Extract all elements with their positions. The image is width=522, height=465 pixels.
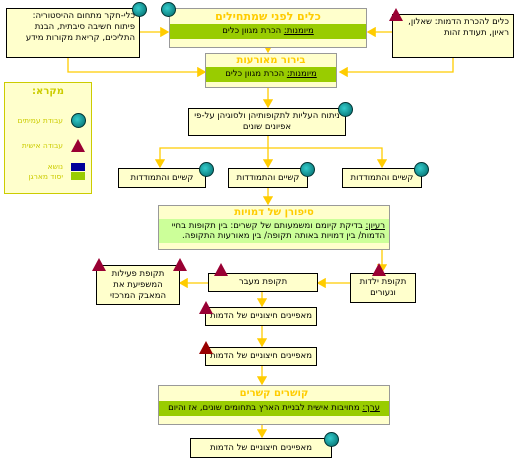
group-work-icon — [161, 2, 176, 17]
tools-header-sub: מיומנות: הכרת מגוון כלים — [170, 24, 366, 39]
group-work-icon — [199, 162, 214, 177]
legend-title: מקרא: — [32, 86, 64, 97]
difficulty-text: קשיים והתמודדות — [236, 172, 300, 183]
figure-tools-box: כלים להכרת הדמות: שאלון, ראיון, תעודת זה… — [392, 14, 514, 58]
group-work-icon — [338, 102, 353, 117]
difficulty-box-left: קשיים והתמודדות — [118, 168, 206, 188]
difficulty-text: קשיים והתמודדות — [350, 172, 414, 183]
personal-work-icon — [214, 263, 228, 276]
analysis-text: ניתוח העליות לתקופותיהן ולסוגיהן על-פי א… — [194, 111, 340, 132]
events-header-sub: מיומנות: הכרת מגוון כלים — [206, 67, 336, 82]
events-header-sub-label: מיומנות: — [286, 69, 317, 79]
story-header-sub: רעיון: בדיקת קיומם ומשמעותם של קשרים: בי… — [159, 219, 389, 243]
personal-work-icon — [92, 258, 106, 271]
personal-work-icon — [199, 341, 213, 354]
personal-work-icon — [389, 8, 403, 21]
legend-group-work: עבודת עמיתים — [17, 116, 63, 125]
childhood-box: תקופת ילדות ונעורים — [350, 273, 416, 303]
tools-header-sub-label: מיומנות: — [283, 26, 314, 36]
characteristics-text: מאפיינים חיצוניים של הדמות — [210, 351, 312, 361]
events-header-box: בירור מאורעות מיומנות: הכרת מגוון כלים — [205, 53, 337, 88]
transition-text: תקופת מעבר — [238, 277, 288, 287]
characteristics-box-1: מאפיינים חיצוניים של הדמות — [205, 307, 317, 326]
activity-box: תקופת פעילות המשפיעת את המאבק המרכזי — [96, 265, 180, 305]
story-header-sub-label: רעיון: — [365, 221, 385, 231]
events-header-title: בירור מאורעות — [206, 54, 336, 67]
characteristics-text: מאפיינים חיצוניים של הדמות — [210, 442, 312, 453]
legend-topic: נושא — [47, 162, 63, 171]
transition-box: תקופת מעבר — [208, 273, 318, 292]
story-header-box: סיפורן של דמויות רעיון: בדיקת קיומם ומשמ… — [158, 205, 390, 250]
difficulty-box-right: קשיים והתמודדות — [342, 168, 422, 188]
childhood-text: תקופת ילדות ונעורים — [359, 277, 407, 298]
activity-text: תקופת פעילות המשפיעת את המאבק המרכזי — [109, 268, 167, 301]
tools-header-sub-text: הכרת מגוון כלים — [222, 26, 282, 36]
personal-work-icon — [71, 139, 85, 152]
characteristics-box-2: מאפיינים חיצוניים של הדמות — [205, 347, 317, 366]
history-tools-text: כלי-חקר מתחום ההיסטוריה: פיתוח חשיבה סיב… — [25, 11, 135, 43]
legend-personal-work: עבודה אישית — [21, 141, 63, 150]
figure-tools-text: כלים להכרת הדמות: שאלון, ראיון, תעודת זה… — [408, 17, 509, 38]
links-header-sub: ערך: מחויבות אישית לבניית הארץ בתחומים ש… — [159, 401, 389, 416]
tools-header-title: כלים לפני שמתחילים — [170, 9, 366, 24]
history-tools-box: כלי-חקר מתחום ההיסטוריה: פיתוח חשיבה סיב… — [6, 8, 140, 58]
tools-header-box: כלים לפני שמתחילים מיומנות: הכרת מגוון כ… — [169, 8, 367, 48]
organizer-swatch-icon — [71, 172, 85, 180]
story-header-sub-text: בדיקת קיומם ומשמעותם של קשרים: בין תקופו… — [171, 221, 385, 241]
personal-work-icon — [372, 263, 386, 276]
links-header-box: קושרים קשרים ערך: מחויבות אישית לבניית ה… — [158, 385, 390, 425]
difficulty-text: קשיים והתמודדות — [130, 172, 194, 183]
personal-work-icon — [173, 258, 187, 271]
analysis-box: ניתוח העליות לתקופותיהן ולסוגיהן על-פי א… — [188, 108, 346, 136]
legend-organizer: יסוד מארגן — [28, 172, 63, 181]
group-work-icon — [132, 2, 147, 17]
group-work-icon — [71, 113, 86, 128]
links-header-sub-text: מחויבות אישית לבניית הארץ בתחומים שונים,… — [168, 403, 360, 413]
difficulty-box-middle: קשיים והתמודדות — [228, 168, 308, 188]
group-work-icon — [300, 162, 315, 177]
legend: מקרא: עבודת עמיתים עבודה אישית נושא יסוד… — [4, 82, 92, 194]
group-work-icon — [324, 432, 339, 447]
characteristics-text: מאפיינים חיצוניים של הדמות — [210, 311, 312, 321]
group-work-icon — [414, 162, 429, 177]
story-header-title: סיפורן של דמויות — [159, 206, 389, 219]
characteristics-box-3: מאפיינים חיצוניים של הדמות — [190, 438, 332, 458]
events-header-sub-text: הכרת מגוון כלים — [225, 69, 285, 79]
topic-swatch-icon — [71, 163, 85, 171]
links-header-sub-label: ערך: — [362, 403, 380, 413]
personal-work-icon — [199, 301, 213, 314]
links-header-title: קושרים קשרים — [159, 386, 389, 401]
